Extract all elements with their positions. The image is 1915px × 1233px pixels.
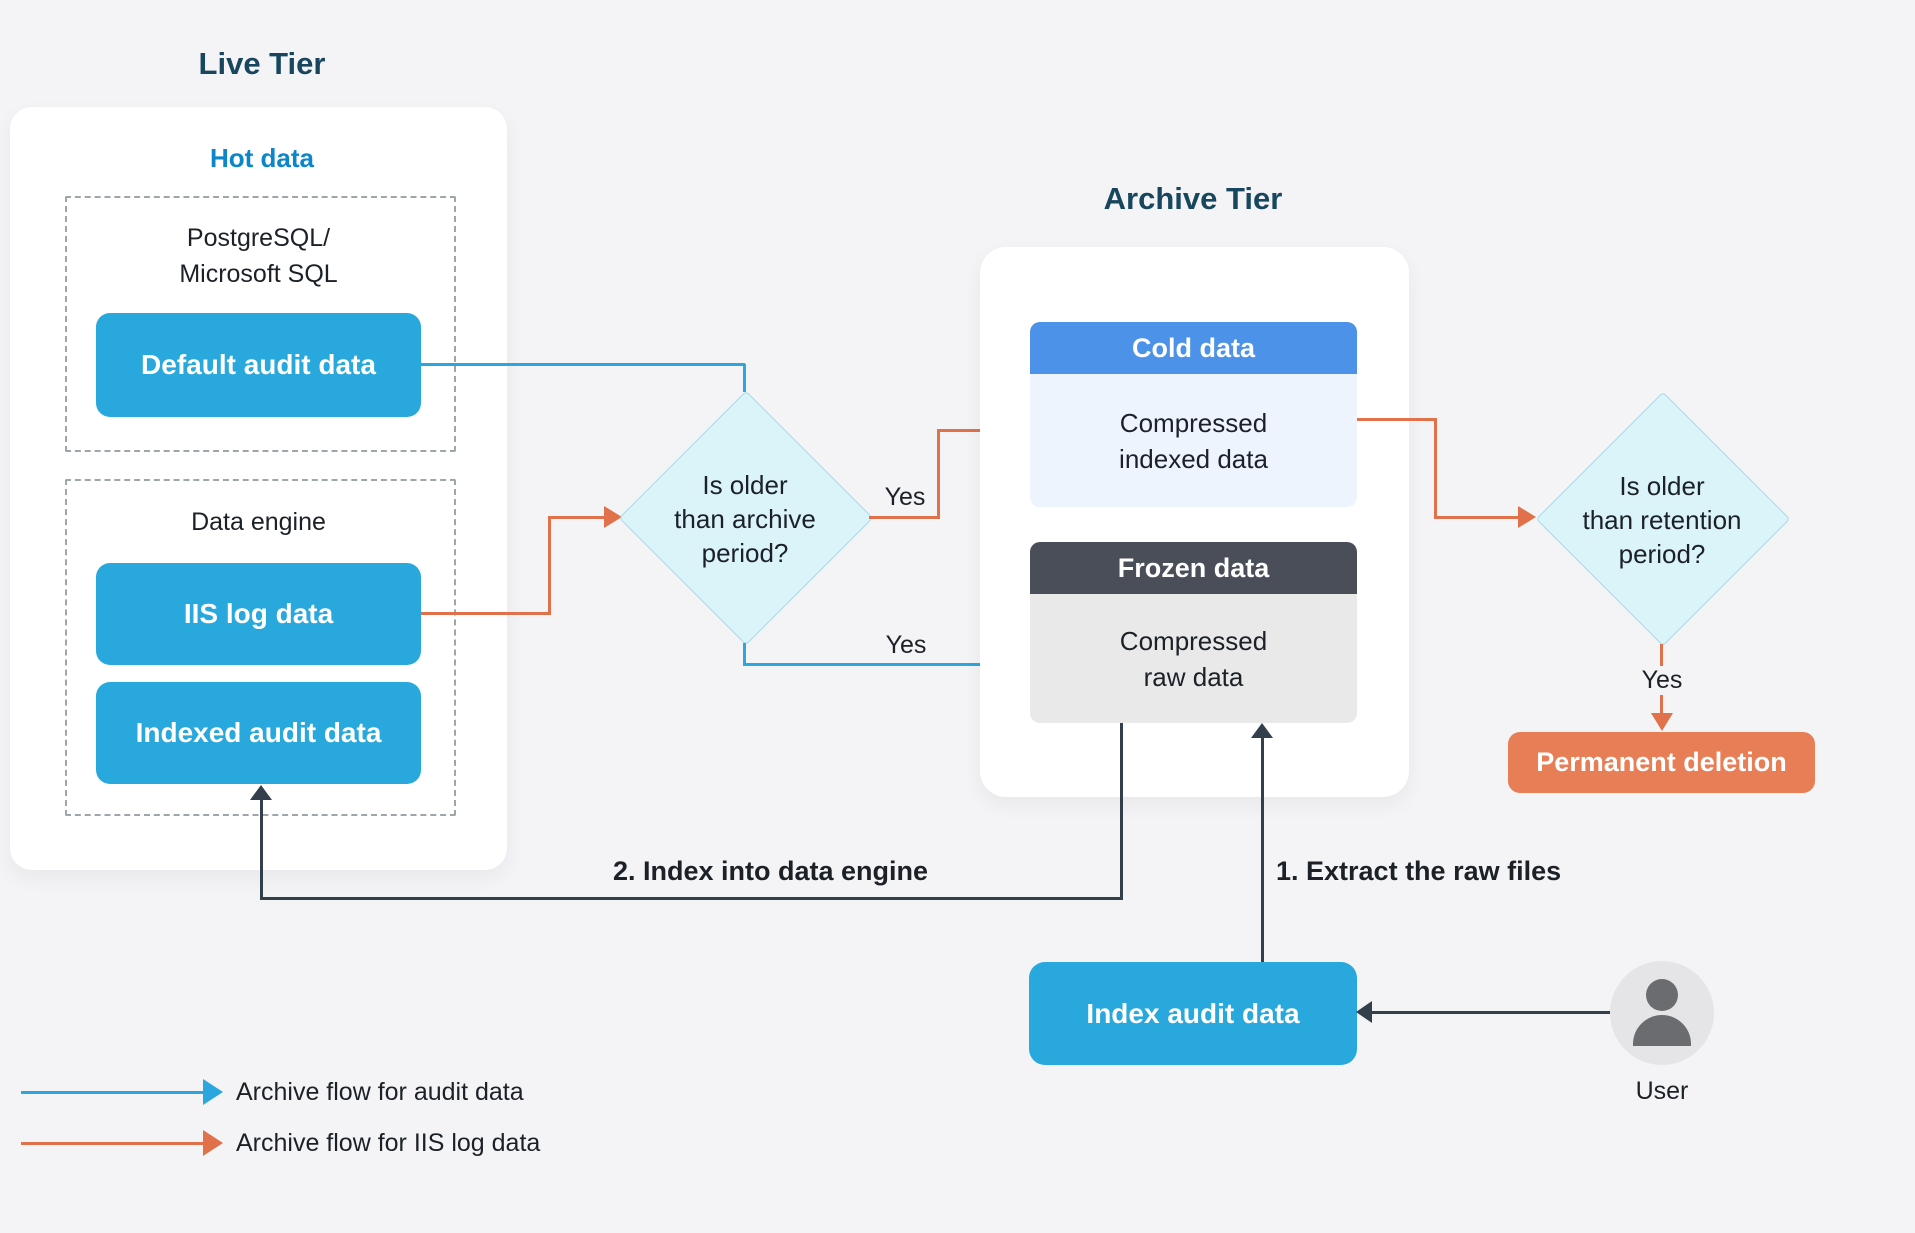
legend-blue-line — [21, 1091, 203, 1094]
frozen-data-line1: Compressed — [1119, 625, 1268, 656]
yes-label-retention: Yes — [1612, 666, 1712, 695]
iis-log-data-node: IIS log data — [96, 563, 421, 665]
hot-data-label: Hot data — [210, 143, 314, 173]
connector-line — [1120, 723, 1123, 900]
legend-orange-line — [21, 1142, 203, 1145]
postgres-group-box — [65, 196, 456, 452]
connector-line — [1434, 418, 1437, 519]
frozen-data-line2: raw data — [1143, 661, 1244, 692]
connector-line — [548, 516, 604, 519]
arrow-up-icon — [1251, 723, 1273, 738]
permanent-deletion-node: Permanent deletion — [1508, 732, 1815, 793]
step2-label: 2. Index into data engine — [613, 856, 929, 886]
user-icon-body — [1633, 1015, 1691, 1046]
arrow-right-icon — [203, 1079, 223, 1105]
connector-line — [1372, 1011, 1610, 1014]
user-icon — [1646, 979, 1678, 1011]
arrow-right-icon — [1518, 506, 1536, 528]
index-audit-data-node: Index audit data — [1029, 962, 1357, 1065]
connector-line — [260, 798, 263, 898]
decision-archive-line3: period? — [701, 538, 789, 568]
connector-line — [421, 363, 745, 366]
connector-line — [937, 429, 940, 519]
user-label: User — [1635, 1077, 1689, 1105]
live-tier-title: Live Tier — [198, 46, 326, 81]
connector-line — [260, 897, 1123, 900]
connector-line — [1357, 418, 1437, 421]
arrow-right-icon — [604, 506, 622, 528]
decision-archive-text: Is older than archive period? — [635, 468, 855, 570]
cold-data-body: Compressed indexed data — [1030, 374, 1357, 507]
decision-retention-line3: period? — [1618, 539, 1706, 569]
frozen-data-body: Compressed raw data — [1030, 594, 1357, 723]
decision-archive-line1: Is older — [702, 470, 788, 500]
arrow-up-icon — [250, 785, 272, 800]
frozen-data-header: Frozen data — [1030, 542, 1357, 594]
connector-line — [937, 429, 1013, 432]
frozen-data-box: Frozen data Compressed raw data — [1030, 542, 1357, 723]
decision-retention-line1: Is older — [1619, 471, 1705, 501]
connector-line — [743, 643, 746, 665]
arrow-right-icon — [203, 1130, 223, 1156]
archive-tier-title: Archive Tier — [1103, 181, 1283, 216]
default-audit-data-node: Default audit data — [96, 313, 421, 417]
decision-archive-line2: than archive — [674, 504, 816, 534]
cold-data-header: Cold data — [1030, 322, 1357, 374]
user-avatar — [1610, 961, 1714, 1065]
step1-label: 1. Extract the raw files — [1276, 856, 1562, 886]
connector-line — [743, 364, 746, 392]
data-engine-label: Data engine — [191, 508, 326, 536]
arrow-down-icon — [1651, 713, 1673, 731]
yes-label-archive-orange: Yes — [884, 483, 926, 511]
cold-data-line2: indexed data — [1119, 443, 1268, 474]
connector-line — [548, 516, 551, 615]
legend-audit-label: Archive flow for audit data — [236, 1078, 524, 1106]
arrow-left-icon — [1356, 1001, 1372, 1023]
yes-label-archive-blue: Yes — [885, 631, 927, 659]
connector-line — [1261, 736, 1264, 962]
connector-line — [1434, 516, 1518, 519]
decision-retention-line2: than retention — [1582, 505, 1742, 535]
connector-line — [743, 663, 1013, 666]
connector-line — [869, 516, 940, 519]
indexed-audit-data-node: Indexed audit data — [96, 682, 421, 784]
postgres-label-line1: PostgreSQL/ — [186, 224, 331, 252]
cold-data-line1: Compressed — [1119, 407, 1268, 438]
postgres-label-line2: Microsoft SQL — [179, 260, 338, 288]
postgres-group-label: PostgreSQL/ Microsoft SQL — [65, 220, 452, 292]
connector-line — [421, 612, 551, 615]
cold-data-box: Cold data Compressed indexed data — [1030, 322, 1357, 507]
legend-iis-label: Archive flow for IIS log data — [236, 1129, 541, 1157]
decision-retention-text: Is older than retention period? — [1542, 469, 1782, 571]
